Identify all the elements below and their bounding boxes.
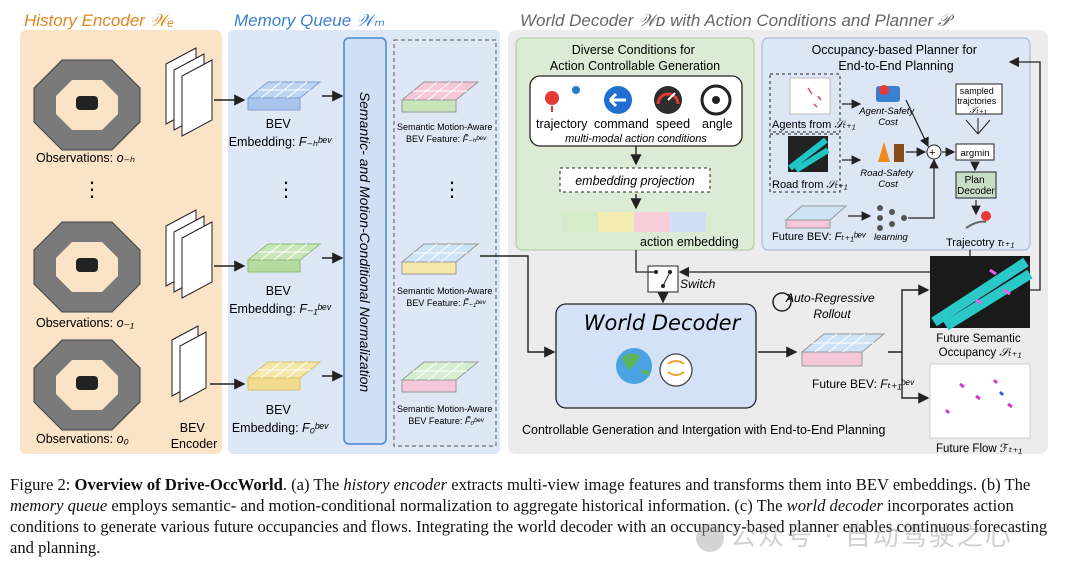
observation-label-3: Observations: o₀ [36, 432, 129, 446]
globe-icon [616, 348, 652, 384]
learning-label: learning [874, 232, 909, 243]
aware-label-3: Semantic Motion-Aware BEV Feature: F̃₀ᵇᵉ… [397, 404, 495, 426]
caption-b-em: memory queue [10, 496, 108, 515]
svg-text:+: + [929, 147, 935, 159]
aware-label-1: Semantic Motion-Aware BEV Feature: F̃₋ₕᵇ… [397, 122, 495, 144]
ellipsis-memory: ⋮ [276, 179, 296, 201]
caption-a-em: history encoder [343, 475, 448, 494]
decoder-bottom-label: Controllable Generation and Intergation … [522, 423, 885, 437]
condition-trajectory: trajectory [536, 117, 588, 131]
aware-feature-grid-2 [400, 243, 480, 275]
caption-c-post: incorporates action conditions to genera… [10, 496, 1048, 557]
world-decoder-label: World Decoder [584, 311, 742, 335]
planner-future-bev-label: Future BEV: Fₜ₊₁ᵇᵉᵛ [772, 231, 867, 243]
aware-features-box [393, 39, 497, 447]
bev-encoder-label: BEV Encoder [171, 421, 218, 451]
watermark-text: 公众号 · 自动驾驶之心 [730, 522, 1013, 552]
future-flow-image [929, 363, 1031, 439]
road-map-box [769, 133, 841, 193]
caption-title: Overview of Drive-OccWorld [74, 475, 283, 494]
aware-feature-grid-1 [400, 81, 480, 113]
condition-angle: angle [702, 117, 733, 131]
bev-encoder-stack-2 [165, 209, 213, 299]
agent-safety-icon [876, 85, 900, 102]
ellipsis-history: ⋮ [82, 179, 102, 201]
sampled-box [955, 83, 1003, 115]
agent-safety-label: Agent-Safety Cost [858, 106, 917, 128]
switch-label: Switch [680, 277, 716, 291]
bev-encoder-stack-3 [171, 325, 207, 403]
conditions-title: Diverse Conditions for Action Controllab… [550, 43, 720, 73]
world-decoder-box [555, 303, 757, 409]
brain-icon [659, 353, 693, 387]
rollout-icon [772, 292, 793, 312]
trajectory-icon [545, 86, 580, 112]
auto-regressive-label: Auto-Regressive Rollout [785, 291, 878, 321]
action-embedding-bar [562, 212, 706, 232]
command-icon [604, 86, 632, 114]
action-embedding-label: action embedding [640, 235, 739, 249]
caption-a-post: extracts multi-view image features and t… [451, 475, 1031, 494]
agents-from-label: Agents from 𝒮ₜ₊₁ [772, 119, 856, 131]
road-safety-label: Road-Safety Cost [860, 168, 915, 190]
future-flow-label: Future Flow ℱₜ₊₁ [936, 443, 1022, 455]
speed-icon [654, 86, 682, 114]
embedding-projection-box [559, 167, 711, 193]
watermark: 公众号 · 自动驾驶之心 [696, 516, 1076, 556]
normalization-label: Semantic- and Motion-Conditional Normali… [357, 92, 373, 393]
future-bev-small-grid [784, 205, 848, 229]
embedding-projection-label: embedding projection [575, 174, 695, 188]
caption-figure-number: Figure 2: [10, 475, 71, 494]
memory-queue-title: Memory Queue 𝒲ₘ [234, 11, 385, 30]
normalization-bar [343, 37, 387, 445]
agents-map [789, 77, 831, 115]
world-decoder-title: World Decoder 𝒲ᴅ with Action Conditions … [520, 11, 955, 30]
wechat-logo-icon [696, 523, 724, 552]
figure-caption: Figure 2: Overview of Drive-OccWorld. (a… [10, 474, 1072, 558]
sampled-label: sampled trajctories 𝒯ₜ₊₁ [957, 86, 999, 115]
bev-embedding-label-1: BEV Embedding: F₋ₕᵇᵉᵛ [229, 117, 333, 149]
argmin-label: argmin [960, 148, 989, 159]
aware-label-2: Semantic Motion-Aware BEV Feature: F̃₋₁ᵇ… [397, 286, 495, 308]
plan-decoder-label: Plan Decoder [957, 175, 995, 197]
bev-embedding-grid-2 [246, 243, 322, 273]
future-bev-label: Future BEV: Fₜ₊₁ᵇᵉᵛ [812, 377, 916, 391]
observation-rig-2 [33, 221, 141, 313]
condition-command: command [594, 117, 649, 131]
trajectory-output-label: Trajecotry τₜ₊₁ [946, 237, 1015, 249]
argmin-box [955, 143, 995, 161]
future-bev-grid [800, 333, 886, 367]
caption-b-post: employs semantic- and motion-conditional… [111, 496, 783, 515]
overview-figure: History Encoder 𝒲ₑ Memory Queue 𝒲ₘ World… [20, 11, 1048, 455]
road-safety-icon [878, 142, 904, 162]
angle-icon [700, 84, 732, 116]
bev-embedding-label-2: BEV Embedding: F₋₁ᵇᵉᵛ [229, 284, 332, 316]
road-from-label: Road from 𝒮ₜ₊₁ [772, 179, 848, 191]
aware-feature-grid-3 [400, 361, 480, 393]
condition-speed: speed [656, 117, 690, 131]
observation-label-2: Observations: o₋₁ [36, 316, 134, 330]
ellipsis-aware: ⋮ [442, 179, 462, 201]
trajectory-pin-icon [965, 211, 991, 229]
switch-box [647, 265, 679, 293]
bev-encoder-stack-1 [165, 47, 213, 137]
bev-embedding-grid-3 [246, 361, 322, 391]
plan-decoder-box [955, 171, 997, 199]
observation-label-1: Observations: o₋ₕ [36, 151, 135, 165]
agents-map-box [769, 73, 841, 133]
observation-rig-1 [33, 59, 141, 151]
bev-embedding-grid-1 [246, 81, 322, 111]
caption-a-pre: . (a) The [282, 475, 340, 494]
caption-c-em: world decoder [786, 496, 883, 515]
learning-network-icon [877, 205, 907, 231]
multimodal-label: multi-modal action conditions [565, 133, 707, 145]
history-encoder-title: History Encoder 𝒲ₑ [24, 11, 174, 30]
planner-title: Occupancy-based Planner for End-to-End P… [812, 43, 981, 73]
future-semantic-label: Future Semantic Occupancy 𝒮ₜ₊₁ [936, 333, 1024, 359]
observation-rig-3 [33, 339, 141, 431]
bev-embedding-label-3: BEV Embedding: F₀ᵇᵉᵛ [232, 403, 330, 435]
